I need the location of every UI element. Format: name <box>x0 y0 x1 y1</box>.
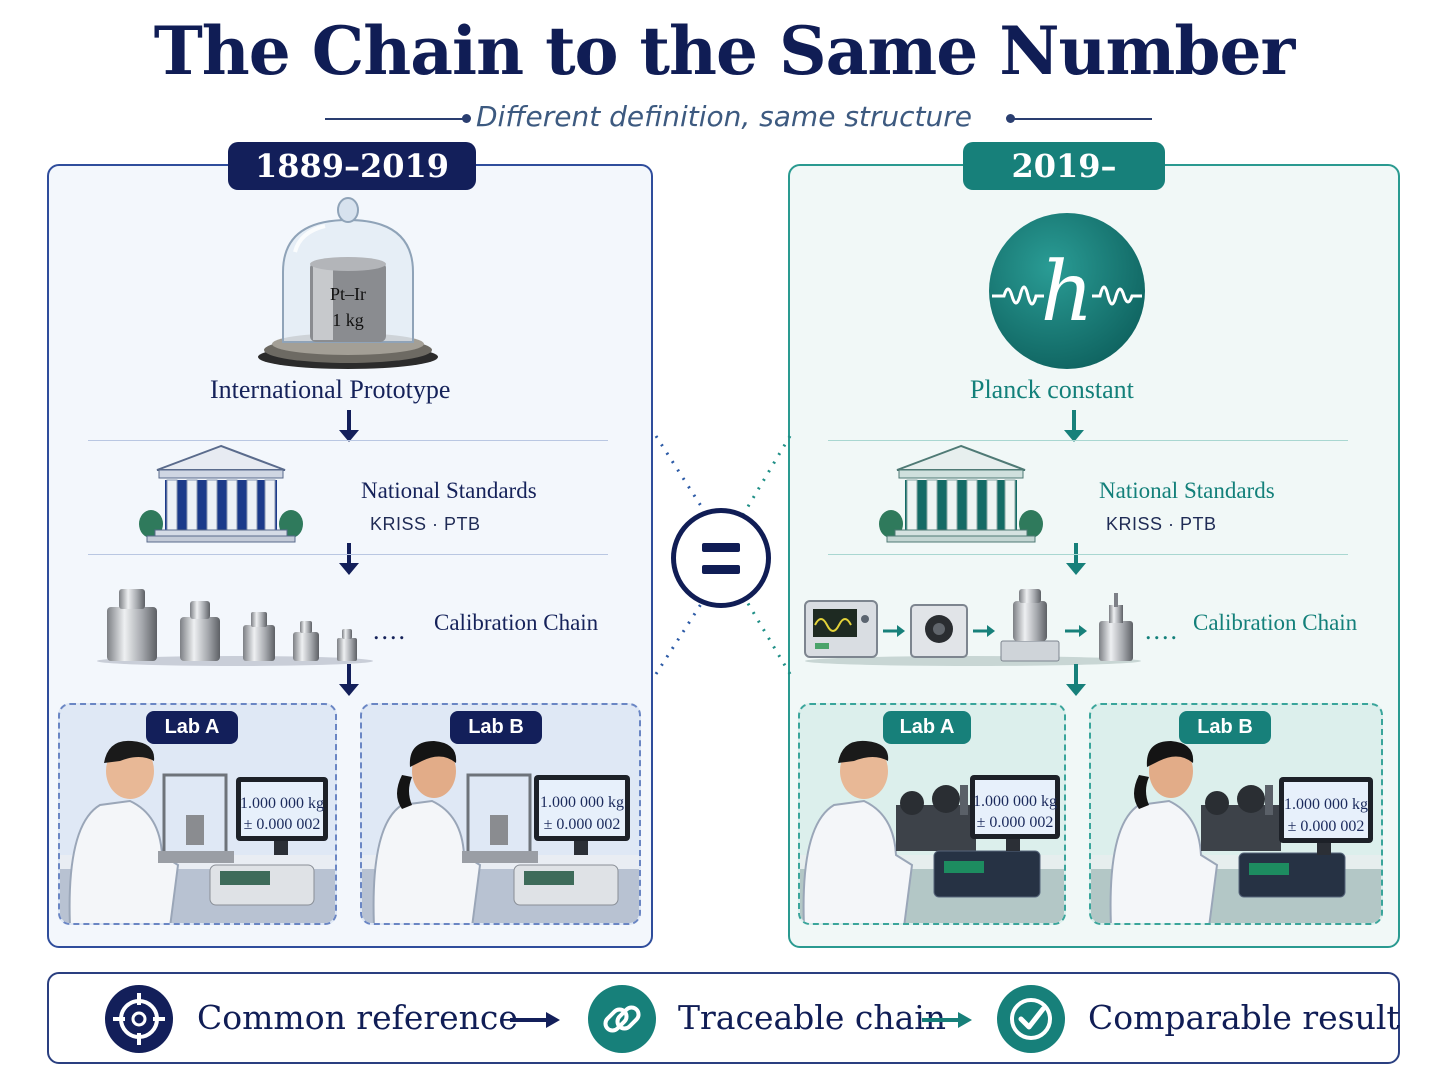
equals-icon <box>671 508 771 608</box>
subtitle: Different definition, same structure <box>475 100 972 133</box>
summary-label-result: Comparable result <box>1088 998 1400 1037</box>
lab-reading: 1.000 000 kg <box>1284 796 1368 813</box>
subtitle-rule-left <box>325 118 465 120</box>
lab-b-card-right: 1.000 000 kg ± 0.000 002 <box>1089 703 1383 925</box>
instrument-chain-icon <box>804 589 1141 666</box>
divider <box>828 440 1348 441</box>
lab-b-tag-right: Lab B <box>1179 711 1271 744</box>
down-arrow-icon <box>339 664 359 696</box>
down-arrow-icon <box>1066 664 1086 696</box>
divider <box>88 554 608 555</box>
standards-label-left: National Standards <box>361 478 537 503</box>
lab-reading: 1.000 000 kg <box>240 795 324 812</box>
down-arrow-icon <box>339 543 359 575</box>
divider <box>88 440 608 441</box>
crosshair-icon <box>105 985 173 1053</box>
planck-symbol: h <box>1041 245 1094 340</box>
down-arrow-icon <box>1064 410 1084 442</box>
subtitle-row: Different definition, same structure <box>0 100 1448 140</box>
right-arrow-icon <box>510 1012 560 1028</box>
lab-scientist-scene: 1.000 000 kg ± 0.000 002 <box>60 740 335 923</box>
institution-building-icon <box>139 444 303 543</box>
chain-label-right: Calibration Chain <box>1193 610 1358 635</box>
chain-label-left: Calibration Chain <box>434 610 599 635</box>
lab-scientist-scene: 1.000 000 kg ± 0.000 002 <box>1091 741 1381 923</box>
page-title: The Chain to the Same Number <box>153 12 1296 90</box>
right-arrow-icon <box>922 1012 972 1028</box>
reference-label-left: International Prototype <box>210 375 451 404</box>
lab-uncertainty: ± 0.000 002 <box>244 816 321 833</box>
lab-reading: 1.000 000 kg <box>973 793 1057 810</box>
connector-dots <box>654 435 792 675</box>
era-badge-right: 2019– <box>963 142 1165 190</box>
link-icon <box>588 985 656 1053</box>
planck-constant-icon: h <box>989 213 1145 369</box>
summary-label-reference: Common reference <box>197 998 518 1037</box>
lab-scientist-scene: 1.000 000 kg ± 0.000 002 <box>362 741 639 923</box>
chain-ellipsis-right: .... <box>1145 616 1179 645</box>
lab-b-tag-left: Lab B <box>450 711 542 744</box>
calibration-weights-icon <box>97 589 373 666</box>
chain-ellipsis-left: .... <box>373 616 407 645</box>
standards-sub-left: KRISS · PTB <box>370 514 481 534</box>
standards-label-right: National Standards <box>1099 478 1275 503</box>
institution-building-icon <box>879 444 1043 543</box>
artifact-text-material: Pt–Ir <box>330 284 366 304</box>
subtitle-dot-left <box>462 114 471 123</box>
lab-scientist-scene: 1.000 000 kg ± 0.000 002 <box>800 740 1064 923</box>
subtitle-dot-right <box>1006 114 1015 123</box>
divider <box>828 554 1348 555</box>
prototype-kilogram-icon: Pt–Ir 1 kg <box>258 197 438 369</box>
lab-uncertainty: ± 0.000 002 <box>977 814 1054 831</box>
subtitle-rule-right <box>1012 118 1152 120</box>
summary-label-chain: Traceable chain <box>678 998 947 1037</box>
artifact-text-mass: 1 kg <box>332 310 364 330</box>
lab-uncertainty: ± 0.000 002 <box>544 816 621 833</box>
down-arrow-icon <box>1066 543 1086 575</box>
standards-sub-right: KRISS · PTB <box>1106 514 1217 534</box>
down-arrow-icon <box>339 410 359 442</box>
lab-a-tag-right: Lab A <box>883 711 971 744</box>
lab-uncertainty: ± 0.000 002 <box>1288 818 1365 835</box>
era-badge-left: 1889–2019 <box>228 142 476 190</box>
lab-reading: 1.000 000 kg <box>540 794 624 811</box>
reference-label-right: Planck constant <box>970 375 1134 404</box>
lab-a-tag-left: Lab A <box>146 711 238 744</box>
lab-b-card-left: 1.000 000 kg ± 0.000 002 <box>360 703 641 925</box>
summary-bar <box>47 972 1400 1064</box>
check-circle-icon <box>997 985 1065 1053</box>
